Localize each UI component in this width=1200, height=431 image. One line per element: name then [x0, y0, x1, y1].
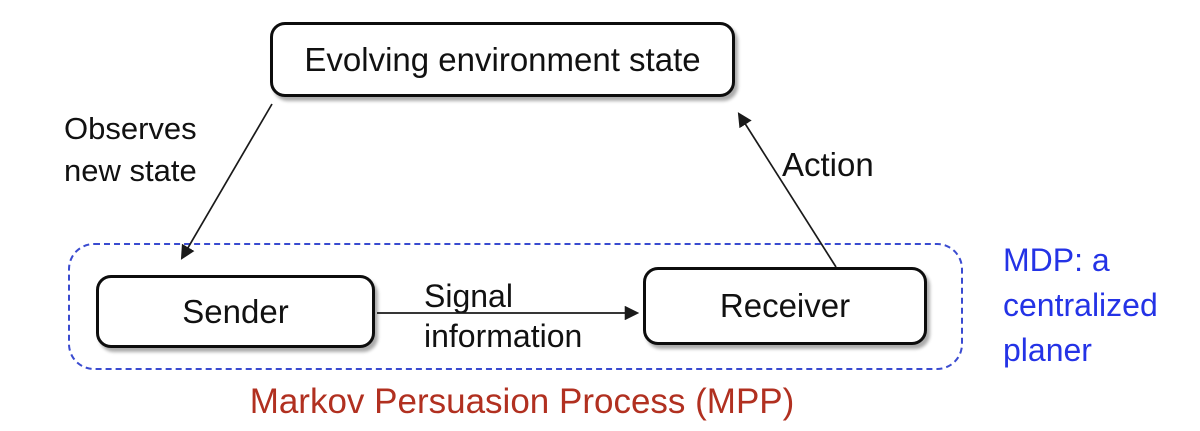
- node-receiver: Receiver: [643, 267, 927, 345]
- node-sender: Sender: [96, 275, 375, 348]
- mdp-centralized-planer-note: MDP: a centralized planer: [1003, 242, 1158, 368]
- signal-information-label: Signal information: [424, 278, 583, 354]
- observes-new-state-label: Observes new state: [64, 111, 197, 188]
- mpp-caption: Markov Persuasion Process (MPP): [249, 382, 795, 421]
- node-environment: Evolving environment state: [270, 22, 735, 97]
- action-label: Action: [782, 146, 874, 183]
- mpp-group-border: [68, 243, 963, 370]
